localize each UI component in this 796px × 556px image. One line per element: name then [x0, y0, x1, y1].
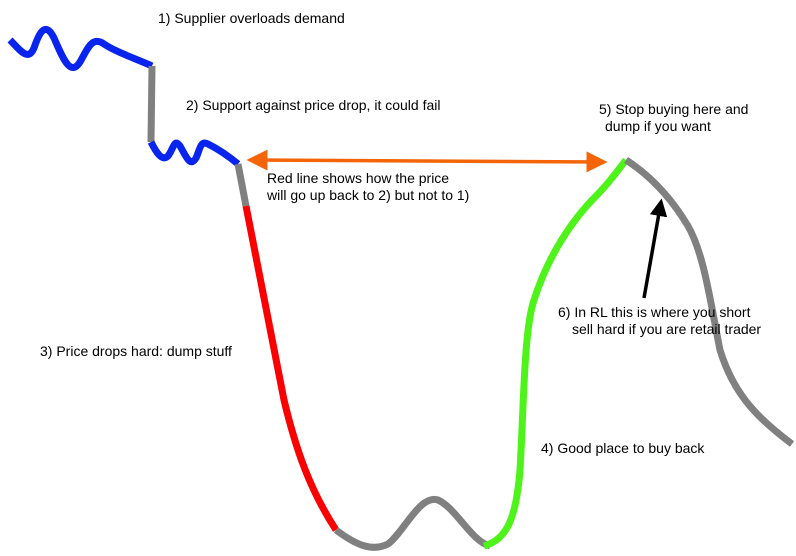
label-short-sell: 6) In RL this is where you short sell ha… [558, 304, 761, 338]
label-price-drops-hard: 3) Price drops hard: dump stuff [40, 343, 232, 359]
short-sell-line-2: sell hard if you are retail trader [572, 321, 762, 337]
black-pointer-arrow [642, 198, 668, 299]
label-supplier-overloads: 1) Supplier overloads demand [158, 10, 345, 26]
gray-drop-segment-1 [147, 65, 156, 143]
orange-double-arrow [246, 149, 608, 173]
stop-buying-line-2: dump if you want [605, 118, 711, 134]
red-price-drop-segment [242, 205, 339, 532]
label-stop-buying: 5) Stop buying here and dump if you want [599, 101, 748, 135]
red-line-note-line-1: Red line shows how the price [267, 170, 450, 186]
blue-wave-top-segment [7, 25, 154, 72]
gray-bottom-segment [333, 496, 492, 551]
green-recovery-segment [482, 157, 629, 550]
short-sell-line-1: 6) In RL this is where you short [558, 304, 751, 320]
label-red-line-note: Red line shows how the price will go up … [267, 170, 469, 204]
label-good-place-buy-back: 4) Good place to buy back [541, 440, 705, 456]
gray-drop-segment-2 [234, 163, 250, 207]
stop-buying-line-1: 5) Stop buying here and [599, 101, 749, 117]
blue-wave-support-segment [147, 139, 241, 167]
gray-decline-segment [624, 157, 795, 447]
red-line-note-line-2: will go up back to 2) but not to 1) [267, 187, 470, 203]
label-support-against-drop: 2) Support against price drop, it could … [186, 97, 441, 113]
